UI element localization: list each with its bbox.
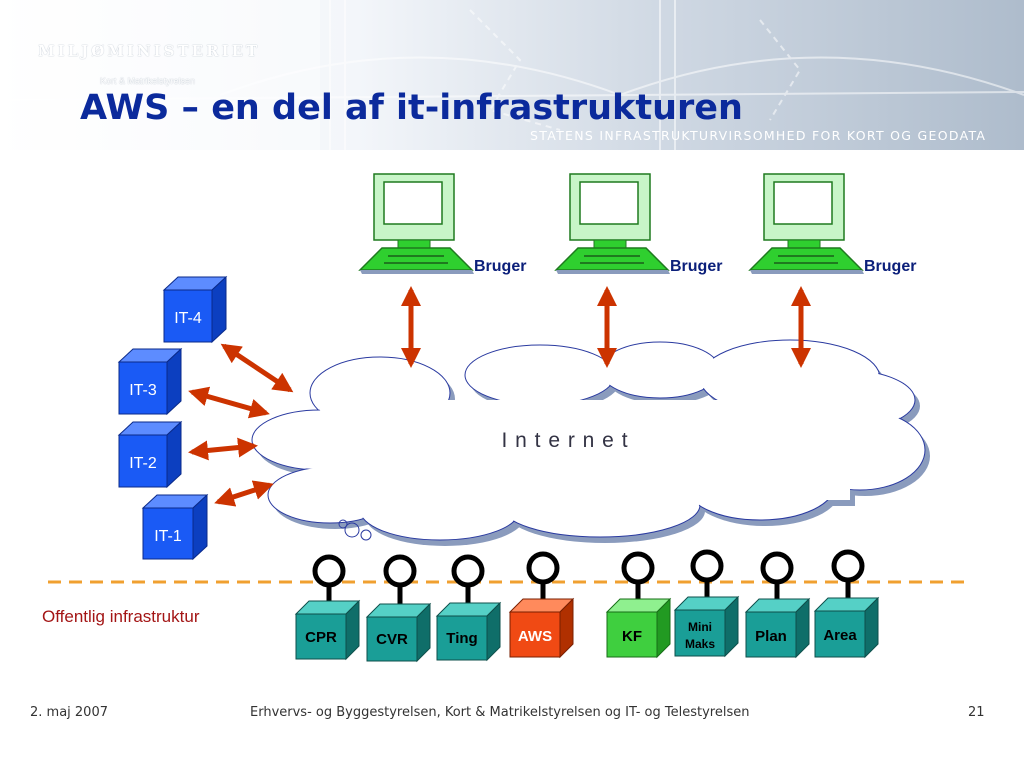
- register-label: CPR: [305, 629, 337, 646]
- footer-date: 2. maj 2007: [30, 705, 108, 720]
- bridge-background-image: [0, 0, 1024, 150]
- register-area: Area: [813, 596, 880, 659]
- user-computer-2: [554, 173, 670, 274]
- register-label: Ting: [446, 630, 477, 647]
- register-label: Plan: [755, 628, 787, 645]
- it-system-label: IT-4: [174, 310, 202, 327]
- register-plan: Plan: [744, 597, 811, 659]
- register-label-line-2: Maks: [685, 637, 715, 651]
- internet-cloud: I n t e r n e t: [251, 339, 930, 546]
- page-number: 21: [968, 705, 985, 720]
- user-computer-3: [748, 173, 864, 274]
- it-system-label: IT-2: [129, 455, 157, 472]
- register-minimaks: Mini Maks: [673, 595, 740, 658]
- register-label: Area: [823, 627, 857, 644]
- infrastructure-label: Offentlig infrastruktur: [42, 607, 200, 626]
- header-subtitle: STATENS INFRASTRUKTURVIRSOMHED FOR KORT …: [530, 128, 987, 143]
- register-label: AWS: [518, 628, 552, 645]
- register-ting: Ting: [435, 601, 502, 662]
- it-system-1: IT-1: [141, 493, 209, 561]
- it-arrow-2: [188, 437, 258, 461]
- infrastructure-diagram: I n t e r n e t Bruger Bruger Bruger: [48, 173, 972, 663]
- register-kf: KF: [605, 597, 672, 659]
- ministry-logo: MILJØMINISTERIET: [38, 42, 261, 60]
- footer-text: Erhvervs- og Byggestyrelsen, Kort & Matr…: [250, 705, 750, 720]
- it-system-label: IT-1: [154, 528, 182, 545]
- user-label-2: Bruger: [670, 258, 722, 275]
- user-label-3: Bruger: [864, 258, 916, 275]
- user-computer-1: [358, 173, 474, 274]
- header-banner: MILJØMINISTERIET Kort & Matrikelstyrelse…: [0, 0, 1024, 150]
- register-cpr: CPR: [294, 599, 361, 661]
- it-arrow-1: [214, 480, 274, 507]
- it-arrow-3: [188, 386, 270, 419]
- it-system-2: IT-2: [117, 420, 183, 489]
- internet-label: I n t e r n e t: [501, 429, 628, 452]
- it-arrow-4: [220, 343, 294, 393]
- it-system-4: IT-4: [162, 275, 228, 344]
- register-label: CVR: [376, 631, 408, 648]
- register-label: KF: [622, 628, 642, 645]
- agency-name: Kort & Matrikelstyrelsen: [100, 76, 196, 86]
- it-system-3: IT-3: [117, 347, 183, 416]
- it-system-label: IT-3: [129, 382, 157, 399]
- register-cvr: CVR: [365, 602, 432, 663]
- register-label-line-1: Mini: [688, 620, 712, 634]
- user-label-1: Bruger: [474, 258, 526, 275]
- slide-title: AWS – en del af it-infrastrukturen: [80, 88, 743, 128]
- register-aws: AWS: [508, 597, 575, 659]
